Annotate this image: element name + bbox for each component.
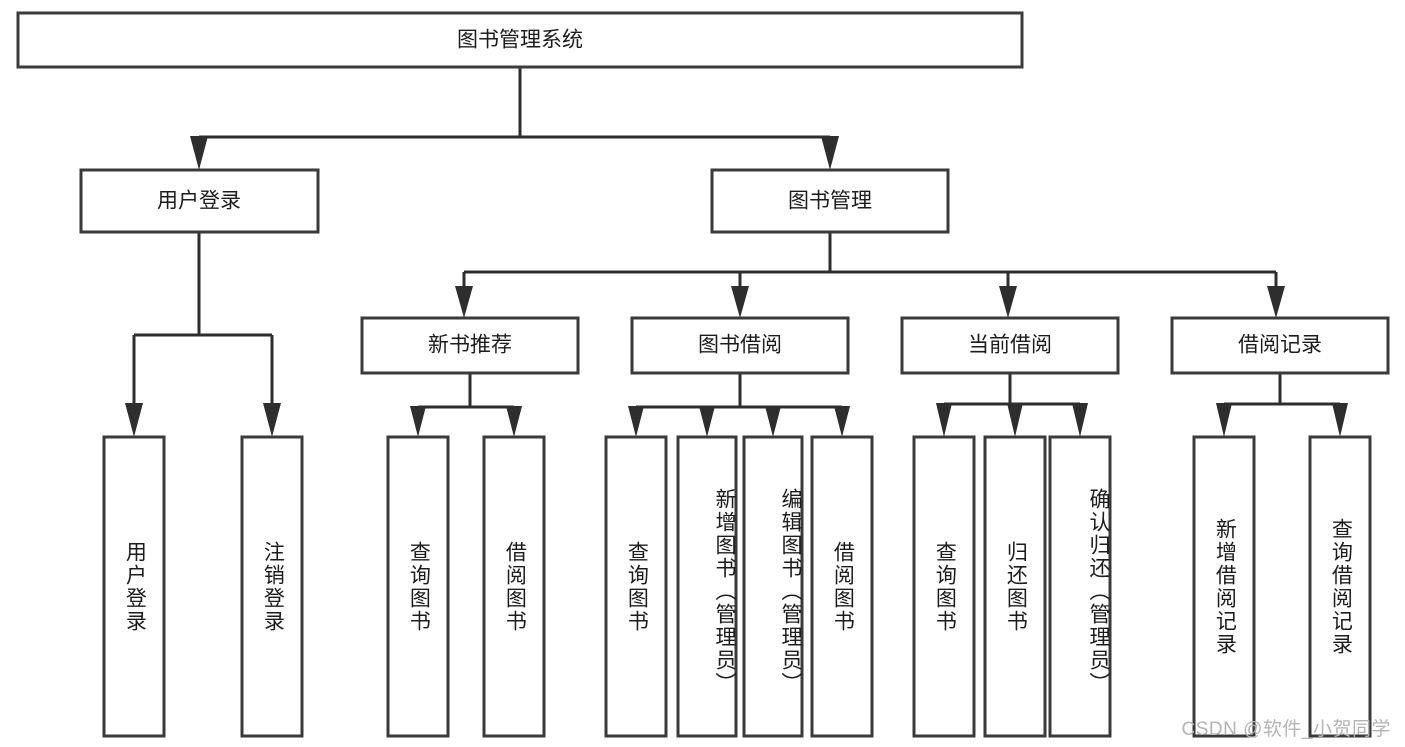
node-leaf-edit-book-admin-box[interactable] xyxy=(742,435,804,738)
node-new-book-recommend[interactable]: 新书推荐 xyxy=(360,316,580,375)
node-leaf-user-login-box[interactable] xyxy=(102,435,166,738)
node-current-borrow-label: 当前借阅 xyxy=(968,334,1052,357)
node-borrow-record-label: 借阅记录 xyxy=(1238,334,1322,357)
node-book-management-label: 图书管理 xyxy=(788,190,872,213)
arrowhead-book-management xyxy=(821,136,839,170)
node-leaf-logout-box[interactable] xyxy=(240,435,304,738)
arrowhead-borrow-record xyxy=(1267,286,1285,318)
arrowhead-leaf-borrow-book-recommend xyxy=(506,406,522,437)
node-root-label: 图书管理系统 xyxy=(457,29,583,52)
arrowhead-new-book-recommend xyxy=(455,286,473,318)
arrowhead-leaf-user-login xyxy=(125,403,143,437)
arrowhead-leaf-query-borrow-record xyxy=(1332,403,1348,437)
node-borrow-record[interactable]: 借阅记录 xyxy=(1170,316,1390,375)
arrowhead-current-borrow xyxy=(999,286,1017,318)
connector-layer xyxy=(125,67,1348,437)
arrowhead-user-login xyxy=(190,136,208,170)
arrowhead-leaf-borrow-book xyxy=(834,406,850,437)
arrowhead-leaf-confirm-return-admin xyxy=(1072,403,1088,437)
node-current-borrow[interactable]: 当前借阅 xyxy=(900,316,1120,375)
arrowhead-leaf-logout xyxy=(263,403,281,437)
node-leaf-borrow-book-box[interactable] xyxy=(810,435,874,738)
node-leaf-confirm-return-admin-box[interactable] xyxy=(1048,435,1112,738)
node-book-management-box[interactable] xyxy=(710,168,950,234)
node-book-borrow-box[interactable] xyxy=(630,316,850,375)
arrowhead-leaf-query-book-current xyxy=(936,403,952,437)
arrowhead-leaf-return-book xyxy=(1007,403,1023,437)
arrowhead-leaf-add-book-admin xyxy=(699,406,715,437)
node-leaf-query-book-recommend-box[interactable] xyxy=(386,435,450,738)
node-current-borrow-box[interactable] xyxy=(900,316,1120,375)
leaf-box-layer[interactable] xyxy=(102,435,1372,738)
node-leaf-add-borrow-record-box[interactable] xyxy=(1192,435,1256,738)
arrowhead-leaf-edit-book-admin xyxy=(765,406,781,437)
node-leaf-query-book-borrow-box[interactable] xyxy=(604,435,668,738)
node-book-management[interactable]: 图书管理 xyxy=(710,168,950,234)
arrowhead-leaf-query-book-borrow xyxy=(628,406,644,437)
node-new-book-recommend-box[interactable] xyxy=(360,316,580,375)
node-leaf-borrow-book-recommend-box[interactable] xyxy=(482,435,546,738)
node-leaf-return-book-box[interactable] xyxy=(983,435,1047,738)
node-borrow-record-box[interactable] xyxy=(1170,316,1390,375)
node-root-box[interactable] xyxy=(16,11,1024,69)
node-leaf-query-book-current-box[interactable] xyxy=(912,435,976,738)
node-leaf-add-book-admin-box[interactable] xyxy=(676,435,738,738)
node-leaf-query-borrow-record-box[interactable] xyxy=(1308,435,1372,738)
node-new-book-recommend-label: 新书推荐 xyxy=(428,334,512,357)
node-user-login[interactable]: 用户登录 xyxy=(79,168,320,234)
node-book-borrow-label: 图书借阅 xyxy=(698,334,782,357)
node-user-login-box[interactable] xyxy=(79,168,320,234)
arrowhead-book-borrow xyxy=(731,286,749,318)
arrowhead-leaf-add-borrow-record xyxy=(1216,403,1232,437)
arrowhead-leaf-query-book-recommend xyxy=(410,406,426,437)
node-book-borrow[interactable]: 图书借阅 xyxy=(630,316,850,375)
node-user-login-label: 用户登录 xyxy=(157,190,241,213)
csdn-watermark: CSDN @软件_小贺同学 xyxy=(1181,719,1391,740)
node-root[interactable]: 图书管理系统 xyxy=(16,11,1024,69)
